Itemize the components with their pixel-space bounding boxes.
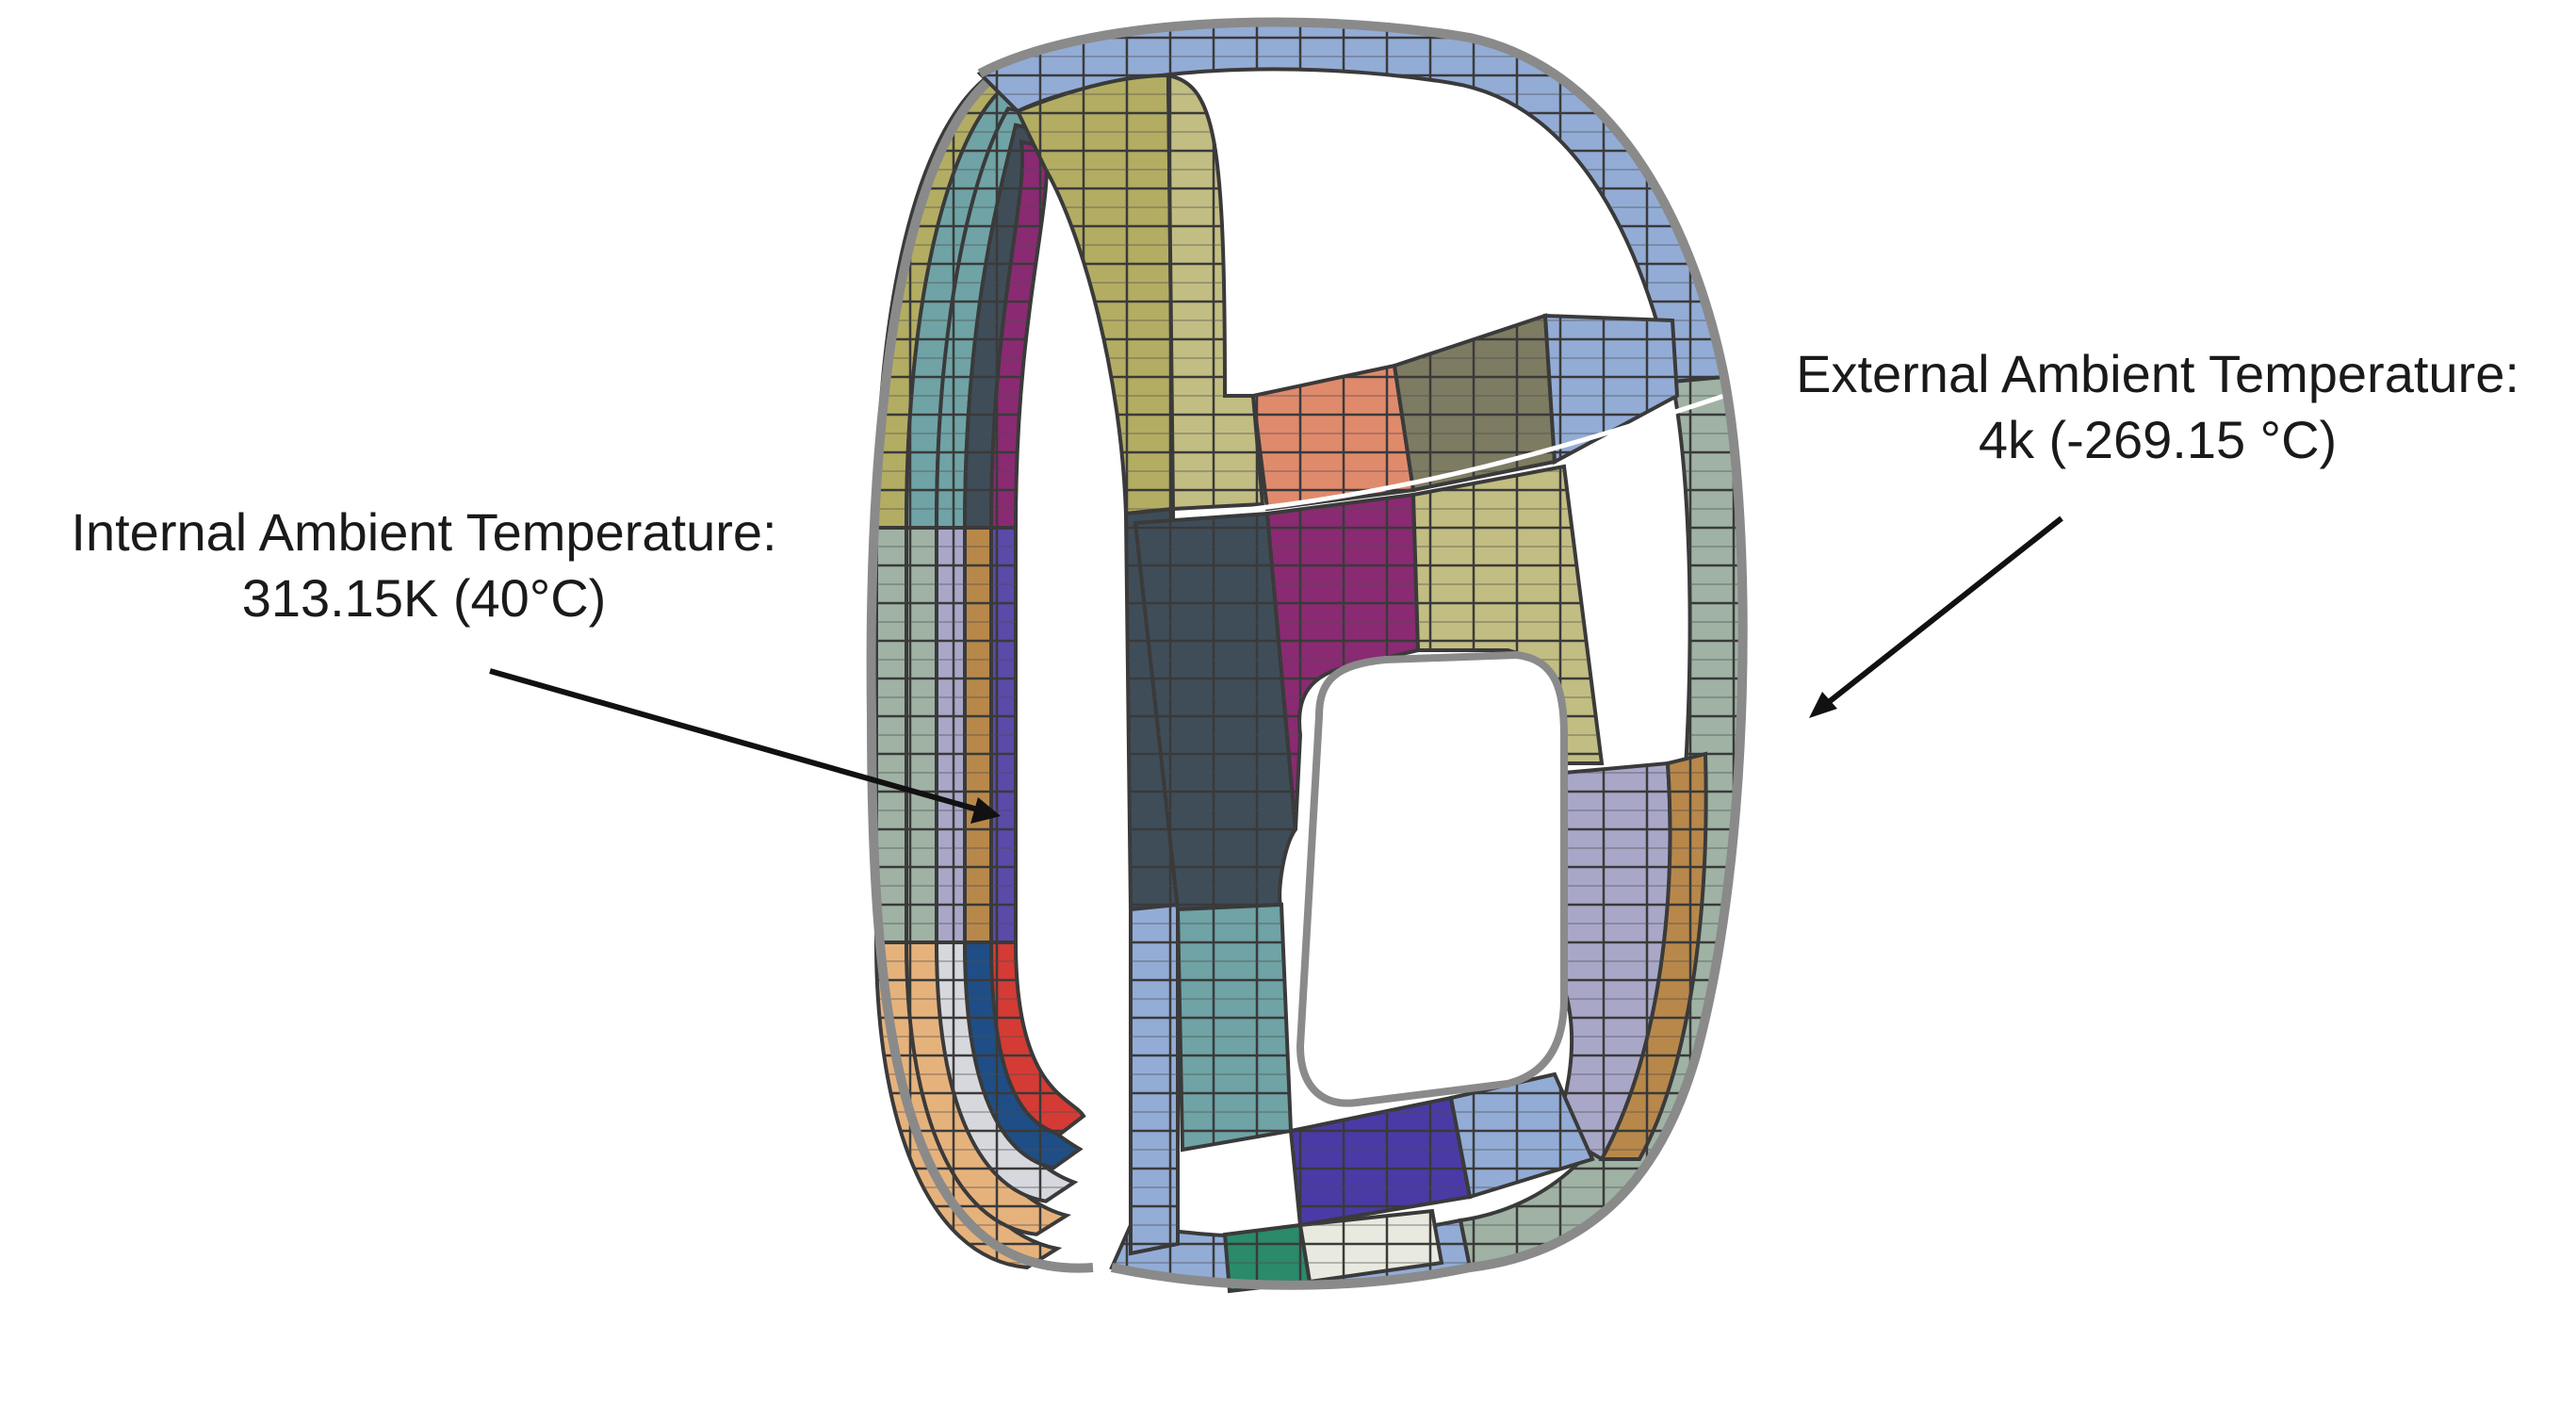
external-label-line1: External Ambient Temperature: bbox=[1796, 344, 2519, 403]
left-ring-middle-segment bbox=[874, 526, 908, 944]
external-ambient-temperature-label: External Ambient Temperature: 4k (-269.1… bbox=[1753, 341, 2563, 473]
panel-slate bbox=[1133, 511, 1298, 912]
left-ring-middle-segment bbox=[963, 526, 993, 944]
panel-right-ochre bbox=[1598, 751, 1708, 1161]
front-ring-inner-blue bbox=[1129, 902, 1180, 1256]
window-cutout bbox=[1296, 650, 1568, 1107]
panel-lower-teal bbox=[1175, 902, 1294, 1153]
left-ring-middle-segment bbox=[905, 526, 938, 944]
panel-upper-olive bbox=[1166, 73, 1265, 512]
panel-bottom-cream bbox=[1297, 1208, 1444, 1284]
internal-label-line1: Internal Ambient Temperature: bbox=[71, 502, 777, 562]
front-ring-inner-olive bbox=[1015, 73, 1176, 516]
left-ring-band bbox=[866, 50, 1094, 1273]
internal-temperature-arrow bbox=[489, 668, 1001, 824]
panel-salmon bbox=[1250, 363, 1416, 512]
panel-upper-right-blue bbox=[1542, 313, 1680, 466]
internal-ambient-temperature-label: Internal Ambient Temperature: 313.15K (4… bbox=[0, 499, 848, 631]
internal-label-line2: 313.15K (40°C) bbox=[241, 568, 607, 628]
panel-seam-line bbox=[1252, 393, 1725, 512]
external-temperature-arrow bbox=[1809, 515, 2063, 718]
left-ring-middle-segment bbox=[935, 526, 967, 944]
left-ring-lower-segment bbox=[988, 940, 1086, 1137]
panel-grey-olive bbox=[1392, 313, 1557, 493]
external-label-line2: 4k (-269.15 °C) bbox=[1978, 410, 2338, 469]
left-ring-middle-segment bbox=[989, 526, 1018, 944]
center-skin-panel bbox=[977, 17, 1748, 1294]
panel-lower-violet bbox=[1288, 1095, 1473, 1228]
panel-bottom-green bbox=[1222, 1222, 1312, 1294]
panel-right-lavender bbox=[1542, 761, 1672, 1162]
outer-frame-contour bbox=[977, 17, 1748, 1290]
